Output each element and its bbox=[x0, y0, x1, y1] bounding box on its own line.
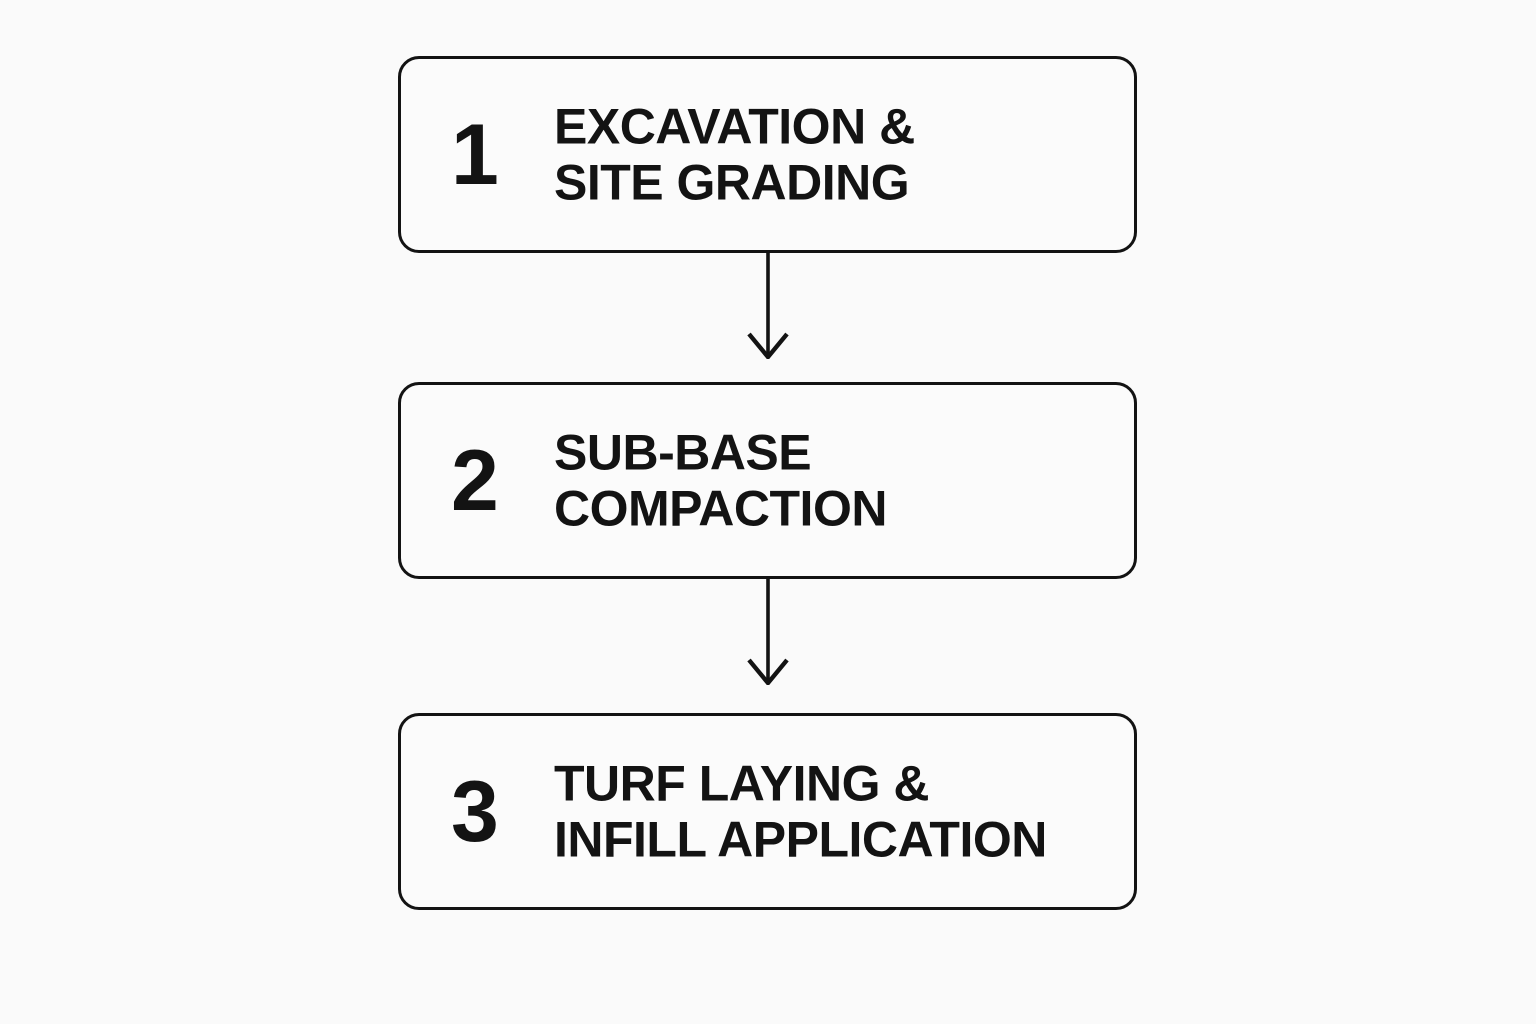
connector-step1-to-step2 bbox=[730, 251, 806, 359]
flow-step-box-2[interactable]: 2 SUB-BASE COMPACTION bbox=[398, 382, 1137, 579]
step-number-2: 2 bbox=[451, 432, 499, 529]
flow-step-box-3[interactable]: 3 TURF LAYING & INFILL APPLICATION bbox=[398, 713, 1137, 910]
flow-step-box-1[interactable]: 1 EXCAVATION & SITE GRADING bbox=[398, 56, 1137, 253]
step-number-3: 3 bbox=[451, 763, 499, 860]
step-number-1: 1 bbox=[451, 106, 499, 203]
step-label-2: SUB-BASE COMPACTION bbox=[554, 424, 887, 537]
step-label-1: EXCAVATION & SITE GRADING bbox=[554, 98, 915, 211]
down-arrow-icon bbox=[747, 577, 789, 685]
down-arrow-icon bbox=[747, 251, 789, 359]
step-label-3: TURF LAYING & INFILL APPLICATION bbox=[554, 755, 1047, 868]
connector-step2-to-step3 bbox=[730, 577, 806, 685]
